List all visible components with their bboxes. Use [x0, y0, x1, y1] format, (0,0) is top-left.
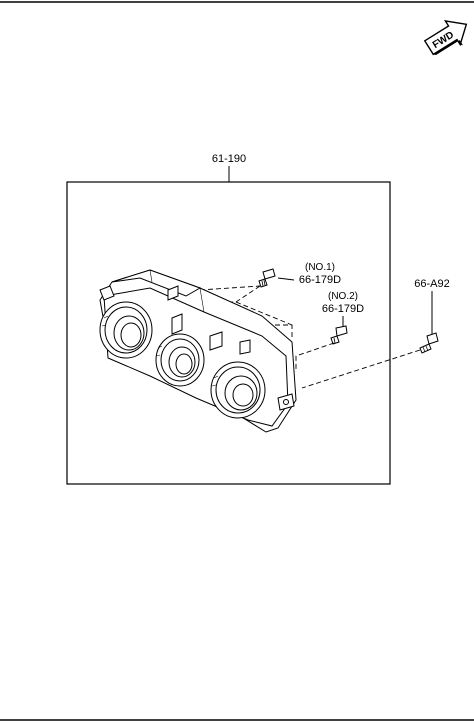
screw-no1 — [258, 268, 276, 288]
callout-assembly-part: 61-190 — [212, 153, 246, 165]
callout-screw-no2-note: (NO.2) — [328, 291, 358, 302]
right-knob — [210, 361, 266, 419]
bolt — [419, 332, 439, 354]
knob-shading — [101, 269, 219, 387]
callout-bolt-part: 66-A92 — [414, 278, 449, 290]
assembly-frame — [66, 181, 391, 485]
callout-screw-no1-note: (NO.1) — [305, 262, 335, 273]
leader-screw-no1 — [277, 277, 295, 281]
fwd-arrow-icon: FWD — [423, 19, 468, 56]
callout-screw-no2-part: 66-179D — [322, 303, 364, 315]
screw-no2 — [330, 325, 348, 345]
center-knob — [155, 333, 205, 387]
callout-screw-no1-part: 66-179D — [299, 274, 341, 286]
left-knob — [99, 301, 153, 359]
